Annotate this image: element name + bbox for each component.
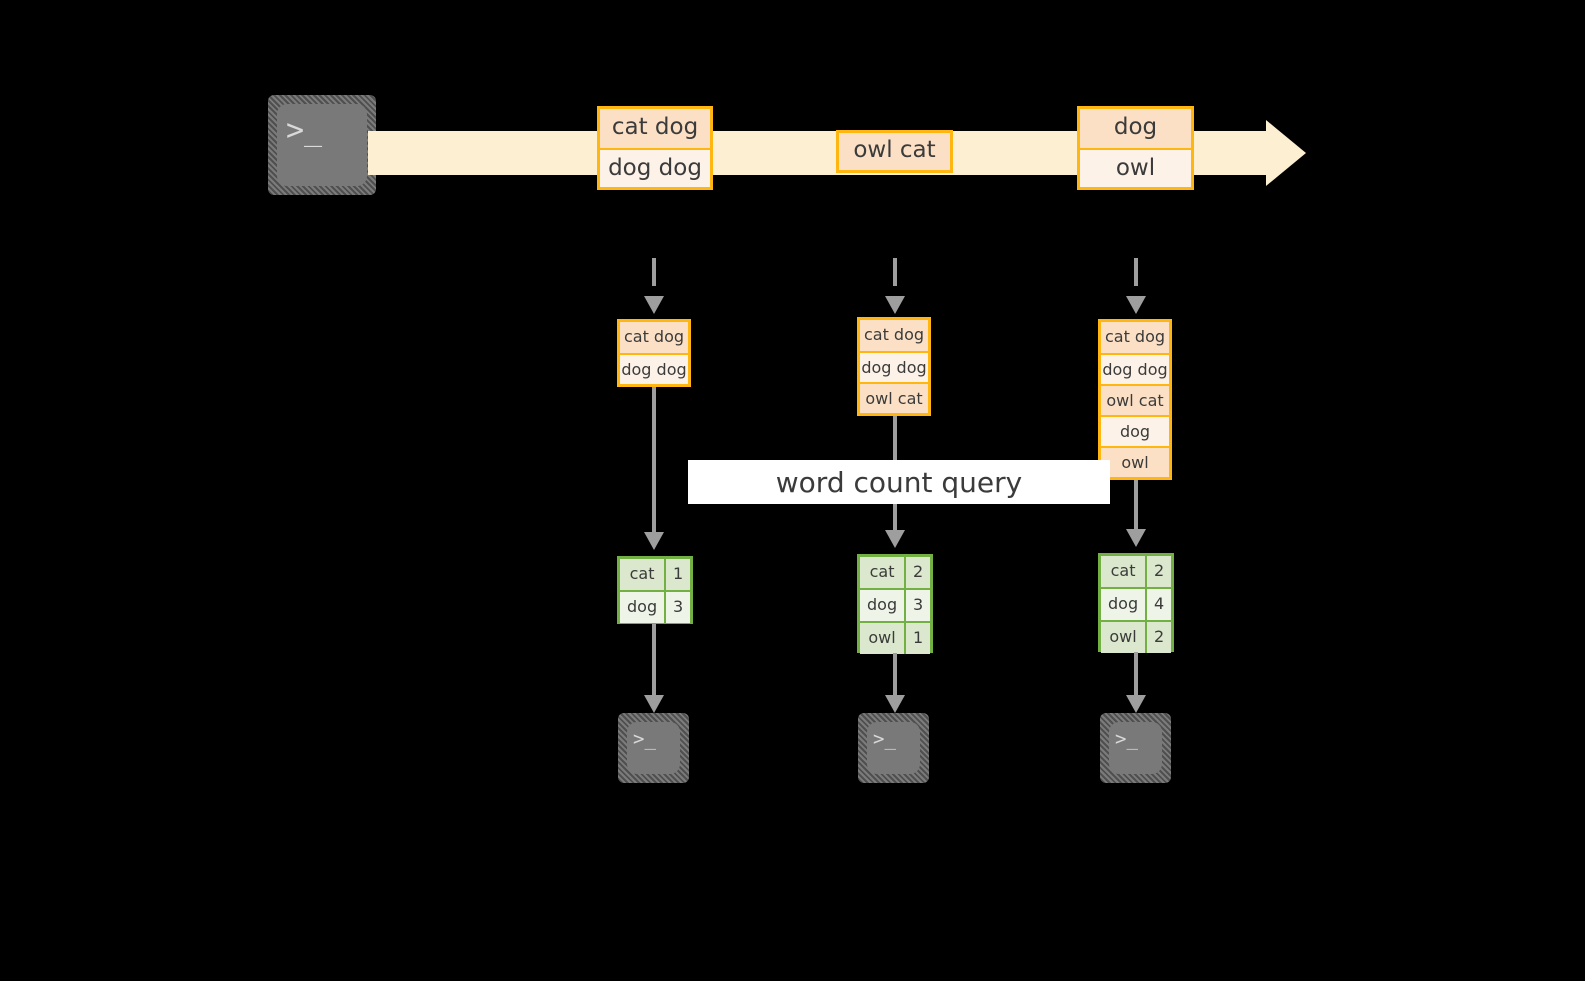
result-word: cat xyxy=(620,559,665,590)
result-count: 1 xyxy=(904,623,930,654)
stream-record: cat dog xyxy=(600,109,710,148)
stream-batch-2: owl cat xyxy=(836,130,953,173)
accumulated-table-1: cat dog dog dog xyxy=(617,319,691,387)
result-row: cat 2 xyxy=(1101,556,1171,587)
accumulated-table-2: cat dog dog dog owl cat xyxy=(857,317,931,416)
result-word: owl xyxy=(1101,622,1146,653)
result-count: 3 xyxy=(904,590,930,621)
result-row: dog 3 xyxy=(620,590,690,623)
stream-batch-3: dog owl xyxy=(1077,106,1194,190)
query-banner-label: word count query xyxy=(775,465,1023,499)
result-count: 1 xyxy=(664,559,690,590)
sink-connector-3-arrowhead xyxy=(1126,695,1146,713)
stream-batch-1: cat dog dog dog xyxy=(597,106,713,190)
terminal-screen: >_ xyxy=(867,722,920,774)
sink-terminal-icon-1: >_ xyxy=(618,713,689,783)
accumulated-row: cat dog xyxy=(860,320,928,351)
result-table-1: cat 1 dog 3 xyxy=(617,556,693,624)
stream-record: dog dog xyxy=(600,148,710,187)
trigger-dashed-connector-arrowhead xyxy=(1126,296,1146,314)
result-row: cat 2 xyxy=(860,557,930,588)
result-table-3: cat 2 dog 4 owl 2 xyxy=(1098,553,1174,653)
accumulated-row: cat dog xyxy=(1101,322,1169,353)
result-row: dog 4 xyxy=(1101,587,1171,620)
terminal-prompt-text: >_ xyxy=(633,728,656,750)
source-terminal-icon: >_ xyxy=(268,95,376,195)
query-connector-3-arrowhead xyxy=(1126,529,1146,547)
accumulated-row: owl cat xyxy=(860,382,928,413)
trigger-dashed-connector xyxy=(893,258,897,306)
query-connector-2-arrowhead xyxy=(885,530,905,548)
result-table-2: cat 2 dog 3 owl 1 xyxy=(857,554,933,654)
result-word: owl xyxy=(860,623,905,654)
trigger-dashed-connector xyxy=(652,258,656,306)
result-row: owl 1 xyxy=(860,621,930,654)
accumulated-table-3: cat dog dog dog owl cat dog owl xyxy=(1098,319,1172,480)
terminal-prompt-text: >_ xyxy=(873,728,896,750)
result-row: cat 1 xyxy=(620,559,690,590)
terminal-screen: >_ xyxy=(1109,722,1162,774)
query-connector-1 xyxy=(652,387,656,542)
stream-record: owl xyxy=(1080,148,1191,187)
accumulated-row: dog xyxy=(1101,415,1169,446)
result-row: owl 2 xyxy=(1101,620,1171,653)
sink-connector-2-arrowhead xyxy=(885,695,905,713)
stream-arrow-head xyxy=(1266,120,1306,186)
sink-connector-3 xyxy=(1134,652,1138,702)
result-count: 2 xyxy=(1145,622,1171,653)
query-connector-3 xyxy=(1134,480,1138,538)
query-connector-1-arrowhead xyxy=(644,532,664,550)
accumulated-row: owl xyxy=(1101,446,1169,477)
terminal-screen: >_ xyxy=(277,104,367,186)
accumulated-row: dog dog xyxy=(1101,353,1169,384)
result-count: 3 xyxy=(664,592,690,623)
result-word: cat xyxy=(860,557,905,588)
trigger-dashed-connector-arrowhead xyxy=(885,296,905,314)
sink-connector-2 xyxy=(893,653,897,702)
trigger-dashed-connector-arrowhead xyxy=(644,296,664,314)
result-count: 2 xyxy=(904,557,930,588)
sink-connector-1-arrowhead xyxy=(644,695,664,713)
terminal-prompt-text: >_ xyxy=(286,113,323,148)
result-word: dog xyxy=(620,592,665,623)
result-count: 4 xyxy=(1145,589,1171,620)
sink-terminal-icon-3: >_ xyxy=(1100,713,1171,783)
accumulated-row: owl cat xyxy=(1101,384,1169,415)
query-banner: word count query xyxy=(688,460,1110,504)
stream-record: dog xyxy=(1080,109,1191,148)
terminal-screen: >_ xyxy=(627,722,680,774)
trigger-dashed-connector xyxy=(1134,258,1138,306)
accumulated-row: dog dog xyxy=(620,353,688,384)
stream-record: owl cat xyxy=(839,133,950,170)
accumulated-row: cat dog xyxy=(620,322,688,353)
sink-terminal-icon-2: >_ xyxy=(858,713,929,783)
accumulated-row: dog dog xyxy=(860,351,928,382)
result-row: dog 3 xyxy=(860,588,930,621)
terminal-prompt-text: >_ xyxy=(1115,728,1138,750)
result-word: dog xyxy=(1101,589,1146,620)
sink-connector-1 xyxy=(652,624,656,702)
result-count: 2 xyxy=(1145,556,1171,587)
result-word: cat xyxy=(1101,556,1146,587)
result-word: dog xyxy=(860,590,905,621)
